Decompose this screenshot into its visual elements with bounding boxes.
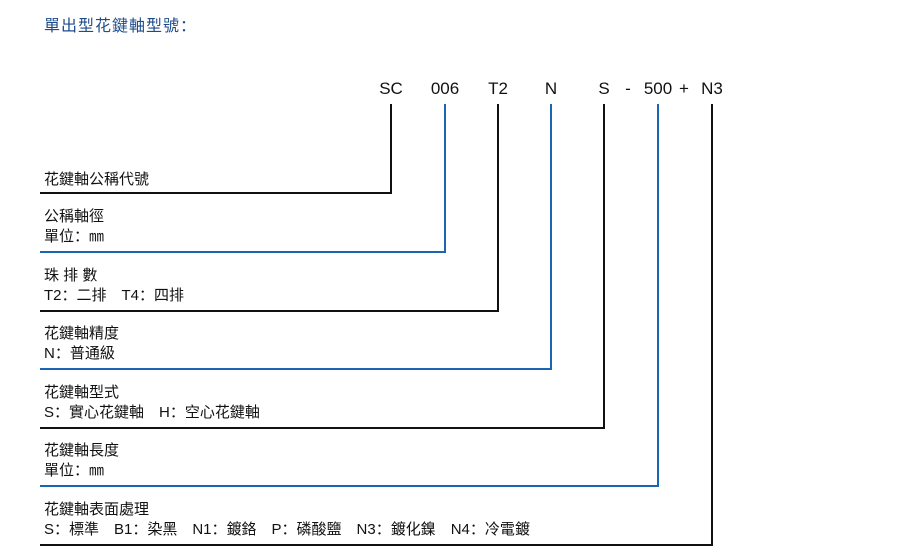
row-nominal-diameter: 公稱軸徑 單位：㎜ — [44, 207, 104, 247]
row-surface-treatment: 花鍵軸表面處理 S：標準 B1：染黑 N1：鍍鉻 P：磷酸鹽 N3：鍍化鎳 N4… — [44, 500, 530, 540]
row-desc: S：實心花鍵軸 H：空心花鍵軸 — [44, 404, 260, 421]
row-precision: 花鍵軸精度 N：普通級 — [44, 324, 119, 364]
row-label: 花鍵軸公稱代號 — [44, 171, 150, 188]
code-length: 500 — [643, 79, 673, 98]
row-underline — [40, 192, 392, 194]
row-desc: T2：二排 T4：四排 — [44, 287, 185, 304]
code-plus: + — [679, 79, 689, 98]
row-underline — [40, 310, 499, 312]
row-label: 花鍵軸長度 — [44, 442, 120, 459]
row-underline — [40, 427, 605, 429]
row-underline — [40, 485, 659, 487]
leader-line — [390, 104, 392, 194]
row-label: 花鍵軸型式 — [44, 384, 120, 401]
leader-line — [657, 104, 659, 487]
code-diameter: 006 — [430, 79, 460, 98]
code-surface: N3 — [701, 79, 723, 98]
code-rows: T2 — [488, 79, 508, 98]
row-nominal-code: 花鍵軸公稱代號 — [44, 170, 149, 190]
row-desc: S：標準 B1：染黑 N1：鍍鉻 P：磷酸鹽 N3：鍍化鎳 N4：冷電鍍 — [44, 521, 530, 538]
leader-line — [497, 104, 499, 312]
row-label: 花鍵軸精度 — [44, 325, 120, 342]
row-label: 花鍵軸表面處理 — [44, 501, 150, 518]
row-desc: 單位：㎜ — [44, 228, 105, 245]
row-underline — [40, 368, 552, 370]
row-underline — [40, 544, 713, 546]
row-shaft-type: 花鍵軸型式 S：實心花鍵軸 H：空心花鍵軸 — [44, 383, 260, 423]
code-sc: SC — [379, 79, 403, 98]
code-type: S — [598, 79, 610, 98]
row-desc: 單位：㎜ — [44, 462, 105, 479]
code-dash: - — [625, 79, 631, 98]
leader-line — [550, 104, 552, 370]
leader-line — [444, 104, 446, 253]
row-ball-rows: 珠 排 數 T2：二排 T4：四排 — [44, 266, 184, 306]
row-label: 珠 排 數 — [44, 267, 98, 284]
code-precision: N — [544, 79, 558, 98]
row-label: 公稱軸徑 — [44, 208, 105, 225]
row-desc: N：普通級 — [44, 345, 115, 362]
leader-line — [603, 104, 605, 429]
row-underline — [40, 251, 446, 253]
row-length: 花鍵軸長度 單位：㎜ — [44, 441, 119, 481]
leader-line — [711, 104, 713, 546]
diagram-title: 單出型花鍵軸型號： — [44, 18, 198, 35]
